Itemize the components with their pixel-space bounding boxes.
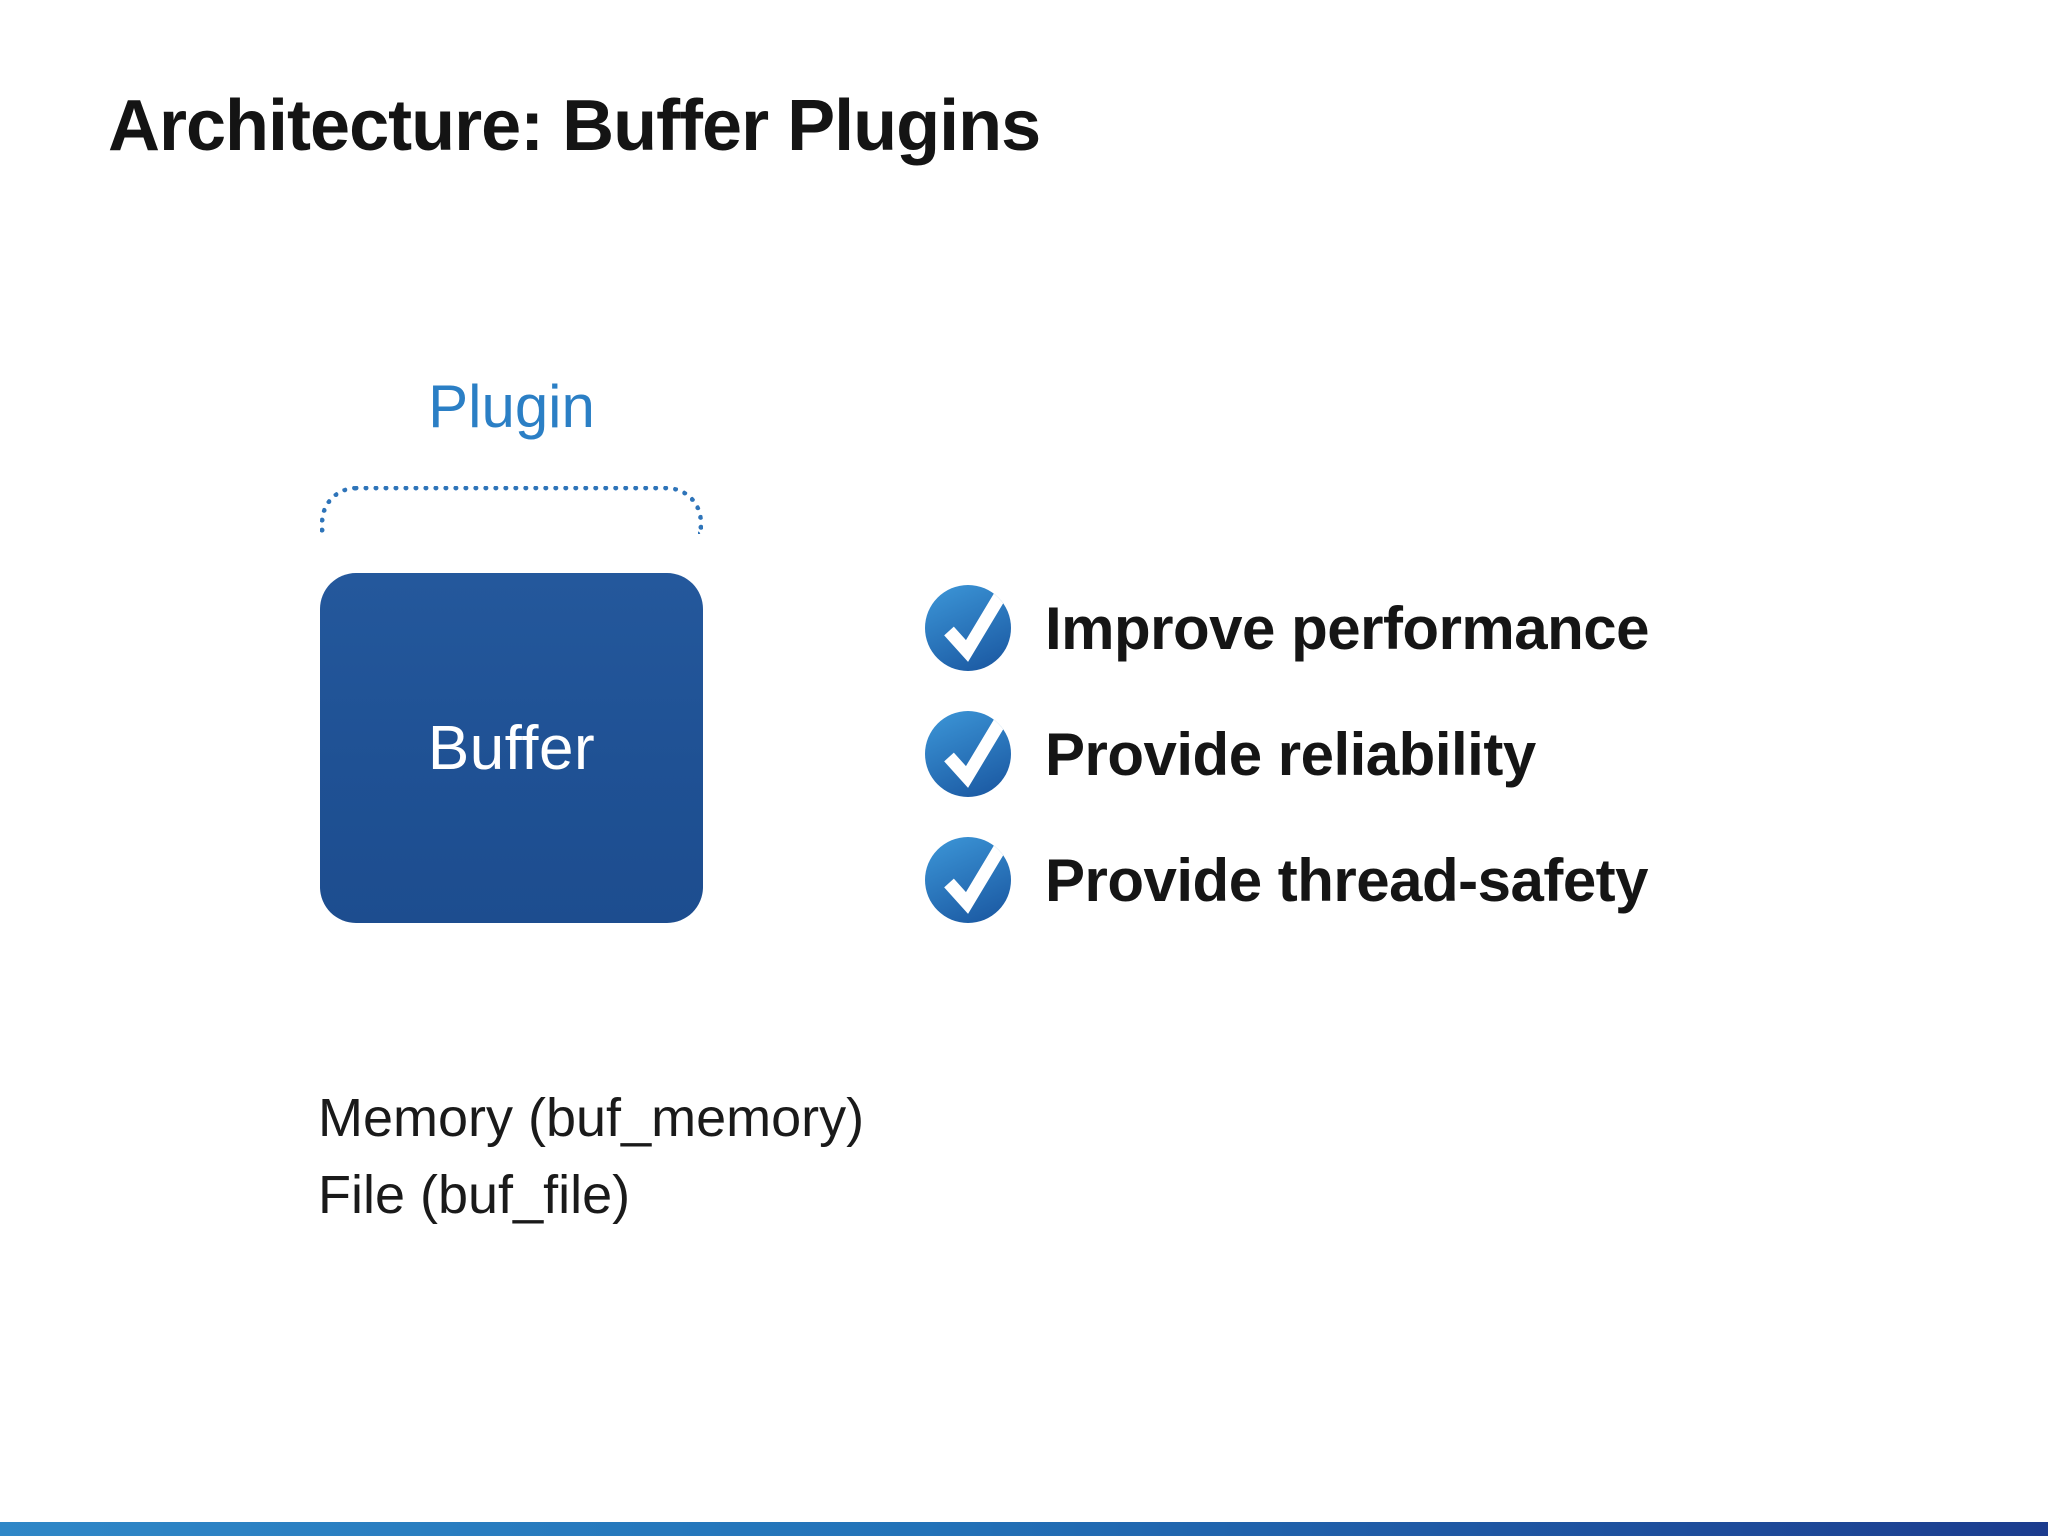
buffer-label: Buffer <box>427 713 596 783</box>
plugin-type-file: File (buf_file) <box>318 1165 631 1225</box>
footer-accent-bar <box>0 1522 2048 1536</box>
checklist-item: Improve performance <box>925 585 1650 671</box>
checklist-item-label: Provide thread-safety <box>1045 846 1649 914</box>
plugin-dotted-outline <box>320 486 703 534</box>
checklist-item: Provide thread-safety <box>925 837 1649 923</box>
checkmark-icon <box>925 585 1011 671</box>
slide-title: Architecture: Buffer Plugins <box>108 86 1041 166</box>
buffer-box: Buffer <box>320 573 703 923</box>
checkmark-icon <box>925 837 1011 923</box>
plugin-type-memory: Memory (buf_memory) <box>318 1088 865 1148</box>
plugin-label: Plugin <box>428 373 595 440</box>
checklist: Improve performance Provide reliability <box>925 585 1650 923</box>
checklist-item: Provide reliability <box>925 711 1649 797</box>
checklist-item-label: Provide reliability <box>1045 720 1536 788</box>
checkmark-icon <box>925 711 1011 797</box>
plugin-types: Memory (buf_memory) File (buf_file) <box>318 1080 864 1234</box>
checklist-item-label: Improve performance <box>1045 594 1650 662</box>
